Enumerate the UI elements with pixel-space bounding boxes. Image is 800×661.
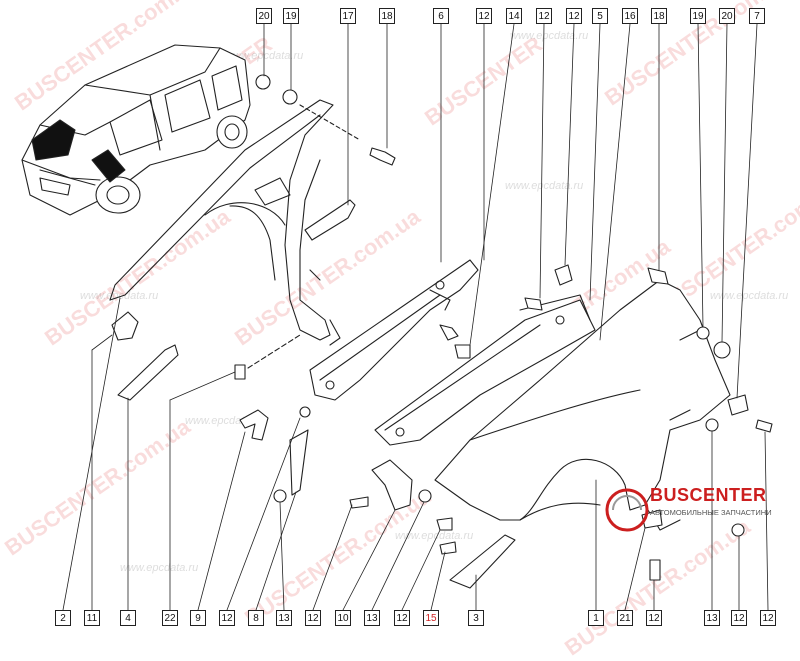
callout-19[interactable]: 19 (690, 8, 706, 24)
callout-1[interactable]: 1 (588, 610, 604, 626)
part-10-shape (371, 459, 413, 511)
callout-12[interactable]: 12 (305, 610, 321, 626)
part-11-shape (111, 311, 139, 341)
part-1-front-fender (434, 279, 731, 531)
callout-22[interactable]: 22 (162, 610, 178, 626)
part-14-shape (454, 344, 471, 359)
callout-18[interactable]: 18 (651, 8, 667, 24)
buscenter-logo (605, 488, 649, 532)
callout-12[interactable]: 12 (646, 610, 662, 626)
callout-16[interactable]: 16 (622, 8, 638, 24)
callout-15[interactable]: 15 (423, 610, 439, 626)
part-3-shape (449, 534, 516, 589)
callout-11[interactable]: 11 (84, 610, 100, 626)
callout-21[interactable]: 21 (617, 610, 633, 626)
callout-12[interactable]: 12 (566, 8, 582, 24)
callout-13[interactable]: 13 (704, 610, 720, 626)
callout-12[interactable]: 12 (760, 610, 776, 626)
callout-18[interactable]: 18 (379, 8, 395, 24)
left-fender-illustration (109, 99, 341, 346)
callout-20[interactable]: 20 (256, 8, 272, 24)
part-8-shape (289, 429, 309, 496)
part-19-shape (282, 89, 298, 105)
part-22-shape (234, 364, 246, 380)
part-20-shape (255, 74, 271, 90)
callout-2[interactable]: 2 (55, 610, 71, 626)
callout-13[interactable]: 13 (276, 610, 292, 626)
callout-5[interactable]: 5 (592, 8, 608, 24)
callout-12[interactable]: 12 (476, 8, 492, 24)
callout-8[interactable]: 8 (248, 610, 264, 626)
callout-3[interactable]: 3 (468, 610, 484, 626)
callout-7[interactable]: 7 (749, 8, 765, 24)
part-6-reinforcement (309, 259, 479, 401)
callout-10[interactable]: 10 (335, 610, 351, 626)
car-overview-illustration (21, 44, 251, 216)
callout-12[interactable]: 12 (219, 610, 235, 626)
callout-12[interactable]: 12 (536, 8, 552, 24)
part-4-shape (117, 344, 179, 401)
callout-19[interactable]: 19 (283, 8, 299, 24)
callout-20[interactable]: 20 (719, 8, 735, 24)
logo-subtitle: АВТОМОБИЛЬНЫЕ ЗАПЧАСТИНИ (650, 508, 772, 517)
callout-12[interactable]: 12 (394, 610, 410, 626)
part-18-shape (369, 147, 396, 166)
callout-6[interactable]: 6 (433, 8, 449, 24)
logo-text: BUSCENTER (650, 485, 767, 505)
callout-17[interactable]: 17 (340, 8, 356, 24)
callout-4[interactable]: 4 (120, 610, 136, 626)
callout-13[interactable]: 13 (364, 610, 380, 626)
callout-9[interactable]: 9 (190, 610, 206, 626)
part-9-shape (239, 409, 269, 441)
callout-12[interactable]: 12 (731, 610, 747, 626)
part-17-shape (304, 199, 356, 241)
part-7-shape (727, 394, 749, 416)
part-13-shape (273, 489, 287, 503)
callout-14[interactable]: 14 (506, 8, 522, 24)
